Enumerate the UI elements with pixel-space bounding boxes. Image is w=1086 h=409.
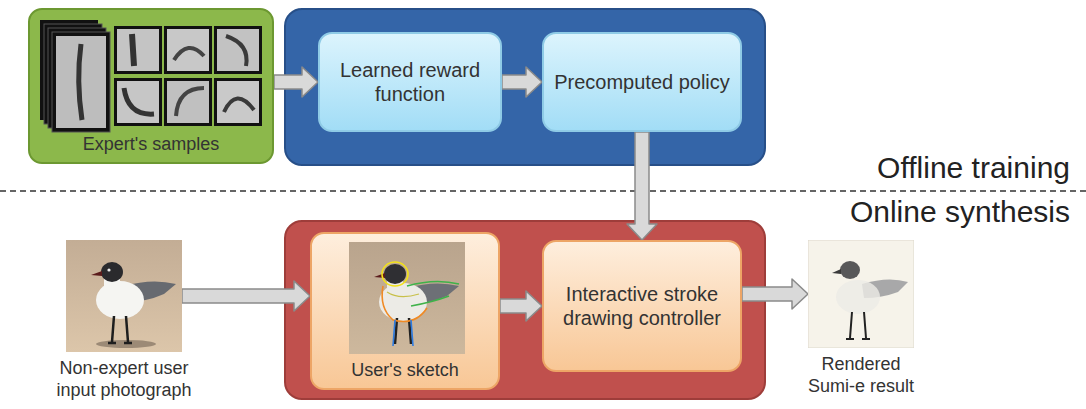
offline-group: Learned reward function Precomputed polic… [284,8,766,166]
section-label: Offline training [877,150,1070,186]
dashed-divider [0,190,1086,192]
user-sketch-image [349,242,465,354]
process-box: Precomputed policy [542,32,742,132]
box-label: Expert's samples [30,134,272,156]
box-label: Learned reward function [328,58,492,106]
input-photo: Non-expert user input photograph [44,240,204,408]
sample-thumbnails [36,16,266,134]
box-label: Precomputed policy [554,70,730,94]
gull-photo [66,240,182,352]
section-label: Online synthesis [850,194,1070,230]
process-box: Learned reward function [318,32,502,132]
process-box: Interactive stroke drawing controller [542,240,742,372]
box-label: User's sketch [312,360,498,382]
image-caption: Non-expert user input photograph [44,358,204,401]
sketch-box: User's sketch [310,232,500,390]
image-caption: Rendered Sumi-e result [798,354,924,397]
box-label: Interactive stroke drawing controller [552,282,732,330]
samples-box: Expert's samples [28,8,274,164]
result-image: Rendered Sumi-e result [798,240,924,408]
online-group: User's sketch Interactive stroke drawing … [284,220,766,400]
sumi-e-image [808,240,914,348]
